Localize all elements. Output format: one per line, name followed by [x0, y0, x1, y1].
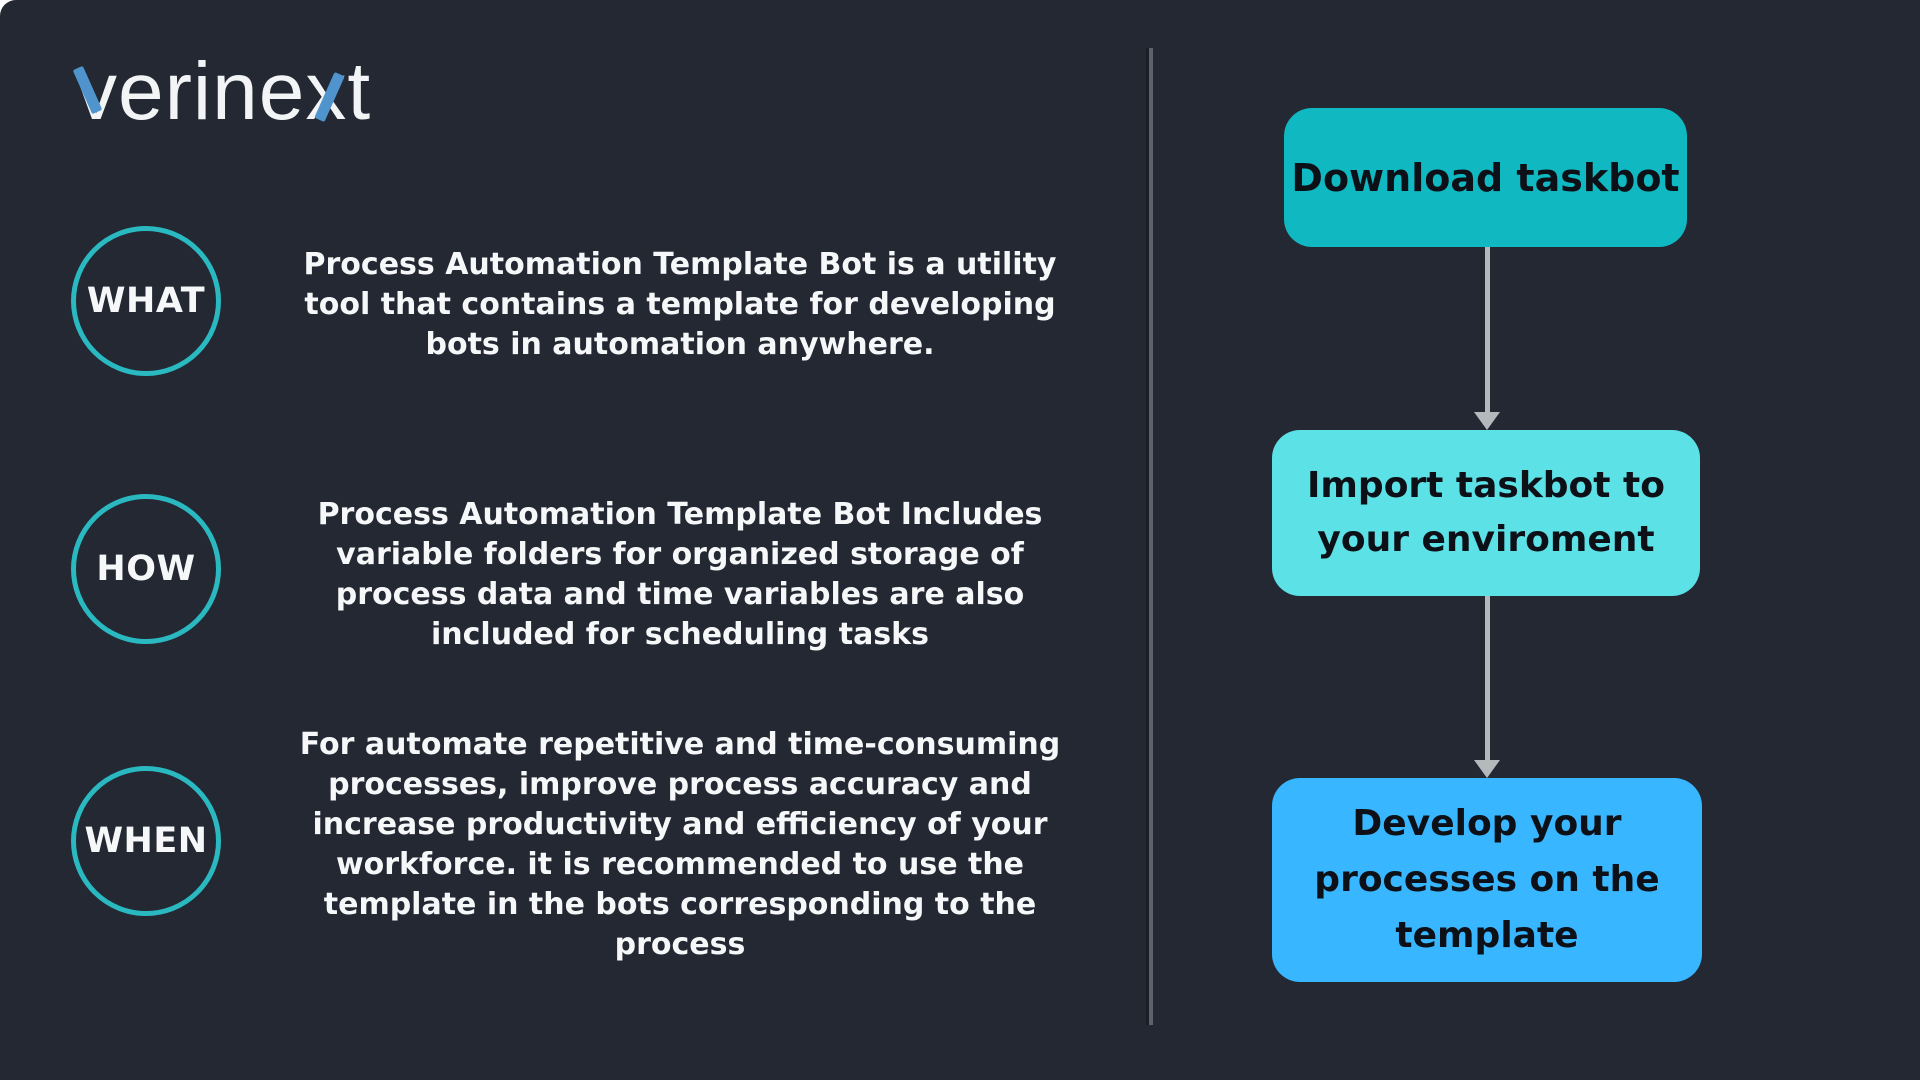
how-circle-label: HOW	[96, 549, 196, 589]
logo-text: verinext	[76, 46, 372, 137]
when-circle: WHEN	[71, 766, 221, 916]
what-circle-label: WHAT	[86, 281, 206, 321]
flow-step-develop-processes: Develop your processes on the template	[1272, 778, 1702, 982]
how-circle: HOW	[71, 494, 221, 644]
flow-arrow-1	[1474, 247, 1500, 430]
when-text: For automate repetitive and time-consumi…	[299, 727, 1061, 962]
arrow-shaft	[1484, 596, 1490, 761]
arrow-shaft	[1484, 247, 1490, 413]
what-circle: WHAT	[71, 226, 221, 376]
arrow-down-icon	[1474, 760, 1500, 778]
what-text: Process Automation Template Bot is a uti…	[303, 247, 1057, 362]
flow-step-import-taskbot: Import taskbot to your enviroment	[1272, 430, 1700, 596]
when-circle-label: WHEN	[84, 821, 208, 861]
vertical-divider	[1149, 48, 1153, 1025]
how-text: Process Automation Template Bot Includes…	[317, 497, 1043, 652]
flow-arrow-2	[1474, 596, 1500, 778]
verinext-logo: verinext	[72, 40, 456, 150]
arrow-down-icon	[1474, 412, 1500, 430]
flow-step-download-taskbot: Download taskbot	[1284, 108, 1687, 247]
